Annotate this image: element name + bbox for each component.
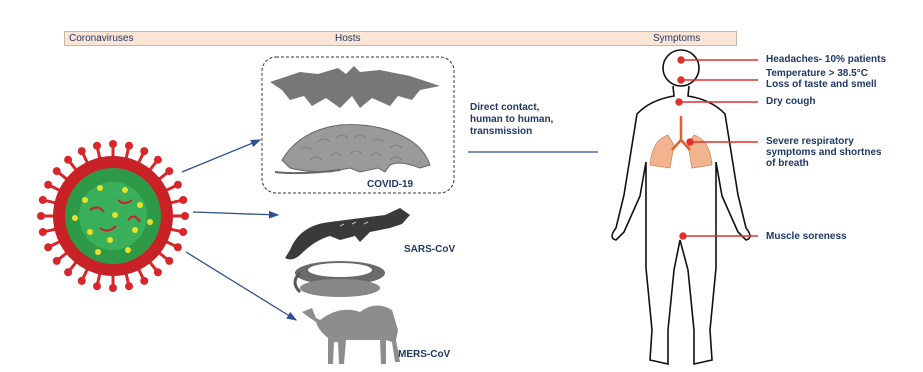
symptom-respiratory: Severe respiratory symptoms and shortnes… <box>766 136 882 169</box>
virus-spike-tip <box>125 282 133 290</box>
virus-spike-tip <box>181 212 189 220</box>
mers-cov-label: MERS-CoV <box>398 349 450 360</box>
virus-spike-tip <box>125 142 133 150</box>
virus-spike-tip <box>44 181 52 189</box>
civet-icon <box>285 208 410 259</box>
covid-19-label: COVID-19 <box>367 179 413 190</box>
transmission-text: Direct contact, human to human, transmis… <box>470 102 553 138</box>
coronavirus-illustration <box>37 140 189 292</box>
virus-spike-tip <box>140 277 148 285</box>
symptom-muscle-soreness: Muscle soreness <box>766 231 847 242</box>
virus-spike-tip <box>165 257 173 265</box>
symptom-respiratory-line-1: Severe respiratory <box>766 136 882 147</box>
virus-spike-tip <box>78 277 86 285</box>
virus-spike-tip <box>140 147 148 155</box>
virus-spike-tip <box>93 282 101 290</box>
virus-spike-tip <box>64 268 72 276</box>
virus-spike-tip <box>179 228 187 236</box>
pangolin-icon <box>275 125 430 174</box>
symptom-respiratory-line-2: symptoms and shortnes <box>766 147 882 158</box>
symptom-temperature: Temperature > 38.5°C <box>766 68 868 79</box>
virus-spike-tip <box>53 257 61 265</box>
sars-cov-label: SARS-CoV <box>404 244 455 255</box>
virus-spike-tip <box>44 243 52 251</box>
snake-icon <box>295 261 385 297</box>
arrow-virus-to-sars <box>193 212 278 215</box>
virus-spike-tip <box>154 156 162 164</box>
virus-spike-tip <box>174 181 182 189</box>
virus-spike-tip <box>39 196 47 204</box>
transmission-line-2: human to human, <box>470 114 553 126</box>
virus-spike-tip <box>174 243 182 251</box>
virus-spike-tip <box>109 140 117 148</box>
symptom-respiratory-line-3: of breath <box>766 158 882 169</box>
virus-spike-tip <box>179 196 187 204</box>
virus-spike-tip <box>154 268 162 276</box>
transmission-line-3: transmission <box>470 126 553 138</box>
virus-spike-tip <box>165 167 173 175</box>
arrow-virus-to-mers <box>186 252 296 320</box>
virus-spike-tip <box>53 167 61 175</box>
arrow-virus-to-covid <box>182 140 260 172</box>
human-body-figure <box>612 50 750 364</box>
camel-icon <box>302 305 400 364</box>
transmission-line-1: Direct contact, <box>470 102 553 114</box>
virus-spike-tip <box>109 284 117 292</box>
virus-spike-tip <box>93 142 101 150</box>
symptom-taste-smell: Loss of taste and smell <box>766 79 877 90</box>
virus-spike-tip <box>37 212 45 220</box>
symptom-headaches: Headaches- 10% patients <box>766 54 886 65</box>
symptom-dry-cough: Dry cough <box>766 96 815 107</box>
virus-spike-tip <box>78 147 86 155</box>
bat-icon <box>270 66 440 108</box>
virus-spike-tip <box>64 156 72 164</box>
virus-spike-tip <box>39 228 47 236</box>
